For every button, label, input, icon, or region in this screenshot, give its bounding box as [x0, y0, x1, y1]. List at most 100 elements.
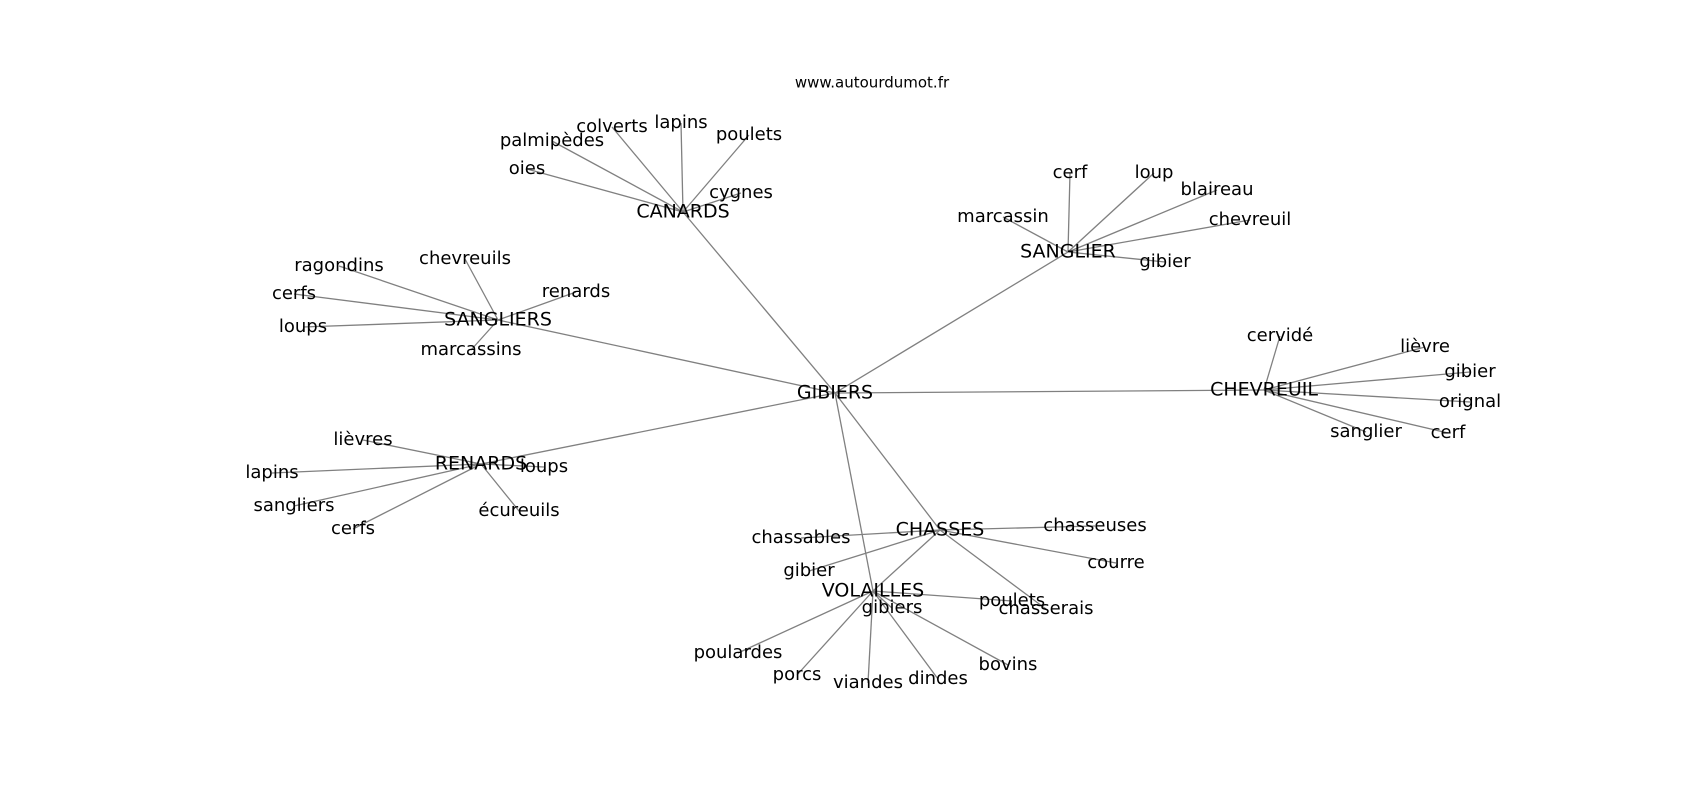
hub-word-volailles[interactable]: VOLAILLES [822, 580, 924, 602]
leaf-word[interactable]: marcassins [420, 339, 521, 360]
leaf-word[interactable]: palmipèdes [500, 130, 604, 151]
leaf-word[interactable]: viandes [833, 672, 903, 693]
edge-center-sangliers [497, 319, 836, 394]
leaf-word[interactable]: dindes [908, 668, 968, 689]
edge-center-canards [682, 211, 836, 394]
edge-canards-5 [526, 168, 684, 213]
edge-volailles-4 [867, 590, 874, 684]
edge-canards-4 [682, 192, 742, 213]
leaf-word[interactable]: chasserais [999, 598, 1094, 619]
hub-word-sanglier[interactable]: SANGLIER [1020, 241, 1116, 263]
leaf-word[interactable]: renards [542, 281, 610, 302]
edge-sanglier-2 [1067, 189, 1218, 253]
edge-chasses-volailles [872, 529, 941, 592]
leaf-word[interactable]: loups [279, 316, 327, 337]
leaf-word[interactable]: lièvres [333, 429, 392, 450]
leaf-word[interactable]: ragondins [294, 255, 384, 276]
edge-canards-0 [551, 140, 684, 213]
leaf-word[interactable]: gibiers [862, 597, 923, 618]
edge-volailles-5 [872, 590, 939, 680]
edge-center-sanglier [834, 251, 1069, 394]
edges-layer [271, 122, 1471, 684]
leaf-word[interactable]: cervidé [1247, 325, 1314, 346]
edge-renards-3 [293, 463, 482, 507]
edge-chevreuil-5 [1263, 389, 1449, 434]
edge-chasses-3 [808, 529, 941, 572]
edge-renards-5 [480, 463, 520, 512]
edge-sanglier-0 [1067, 172, 1071, 253]
edge-sanglier-3 [1067, 219, 1251, 253]
leaf-word[interactable]: marcassin [957, 206, 1049, 227]
edge-sangliers-5 [470, 319, 499, 351]
leaf-word[interactable]: courre [1087, 552, 1144, 573]
edge-chasses-0 [800, 529, 941, 539]
edge-center-renards [480, 392, 836, 465]
leaf-word[interactable]: sanglier [1330, 421, 1402, 442]
leaf-word[interactable]: cerfs [331, 518, 375, 539]
leaf-word[interactable]: chasseuses [1043, 515, 1146, 536]
labels-layer: www.autourdumot.fr GIBIERS CANARDS palmipè… [245, 74, 1501, 694]
edge-sangliers-2 [497, 291, 577, 321]
leaf-word[interactable]: poulardes [694, 642, 783, 663]
leaf-word[interactable]: poulets [716, 124, 782, 145]
leaf-word[interactable]: loups [520, 456, 568, 477]
edge-sangliers-4 [302, 319, 499, 328]
watermark[interactable]: www.autourdumot.fr [795, 74, 950, 92]
edge-center-chevreuil [834, 389, 1265, 394]
edge-sangliers-0 [338, 265, 499, 321]
leaf-word[interactable]: loup [1135, 162, 1174, 183]
edge-chevreuil-4 [1263, 389, 1367, 433]
edge-sanglier-5 [1067, 251, 1166, 263]
hub-word-chasses[interactable]: CHASSES [896, 519, 985, 541]
edge-canards-2 [680, 122, 684, 213]
edge-chevreuil-0 [1263, 335, 1281, 391]
leaf-word[interactable]: gibier [1139, 251, 1191, 272]
edge-center-volailles [834, 392, 874, 592]
edge-renards-4 [352, 463, 482, 530]
edge-chasses-1 [939, 525, 1096, 531]
edge-chevreuil-3 [1263, 389, 1471, 403]
leaf-word[interactable]: porcs [773, 664, 822, 685]
leaf-word[interactable]: chevreuils [419, 248, 511, 269]
leaf-word[interactable]: colverts [576, 116, 647, 137]
leaf-word[interactable]: cerfs [272, 283, 316, 304]
edge-volailles-6 [872, 590, 1009, 666]
leaf-word[interactable]: chevreuil [1209, 209, 1292, 230]
edge-volailles-0 [872, 590, 1013, 602]
edge-sanglier-1 [1067, 172, 1155, 253]
leaf-word[interactable]: blaireau [1181, 179, 1254, 200]
leaf-word[interactable]: gibier [1444, 361, 1496, 382]
edge-renards-1 [271, 463, 482, 474]
edge-volailles-2 [737, 590, 874, 654]
leaf-word[interactable]: chassables [752, 527, 851, 548]
edge-chevreuil-2 [1263, 371, 1471, 391]
edge-canards-1 [611, 126, 684, 213]
leaf-word[interactable]: cygnes [709, 182, 773, 203]
leaf-word[interactable]: poulets [979, 590, 1045, 611]
center-word-gibiers[interactable]: GIBIERS [797, 382, 873, 404]
leaf-word[interactable]: bovins [979, 654, 1038, 675]
hub-word-canards[interactable]: CANARDS [636, 201, 729, 223]
edge-renards-2 [480, 463, 545, 468]
hub-word-sangliers[interactable]: SANGLIERS [444, 309, 552, 331]
leaf-word[interactable]: lapins [654, 112, 707, 133]
edge-renards-0 [362, 439, 482, 465]
edge-center-chasses [834, 392, 941, 531]
leaf-word[interactable]: lièvre [1400, 336, 1450, 357]
hub-word-renards[interactable]: RENARDS [435, 453, 527, 475]
edge-volailles-3 [796, 590, 874, 676]
leaf-word[interactable]: cerf [1053, 162, 1088, 183]
leaf-word[interactable]: orignal [1439, 391, 1501, 412]
leaf-word[interactable]: gibier [783, 560, 835, 581]
leaf-word[interactable]: oies [509, 158, 545, 179]
leaf-word[interactable]: lapins [245, 462, 298, 483]
leaf-word[interactable]: sangliers [253, 495, 334, 516]
edge-chevreuil-1 [1263, 346, 1426, 391]
hub-word-chevreuil[interactable]: CHEVREUIL [1210, 379, 1318, 401]
leaf-word[interactable]: écureuils [478, 500, 559, 521]
edge-canards-3 [682, 134, 750, 213]
leaf-word[interactable]: cerf [1431, 422, 1466, 443]
edge-chasses-4 [939, 529, 1047, 610]
edge-sangliers-1 [464, 258, 499, 321]
